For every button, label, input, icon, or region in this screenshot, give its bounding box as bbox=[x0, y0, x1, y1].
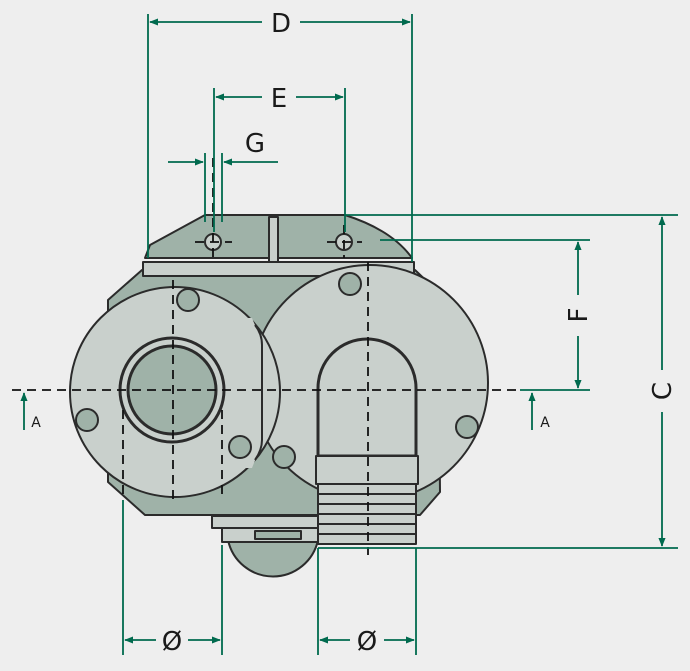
label-g: G bbox=[245, 129, 265, 159]
section-label-left: A bbox=[31, 415, 41, 431]
bolt bbox=[272, 445, 296, 469]
pump-body bbox=[69, 214, 489, 578]
dimension-labels: D E G F C A A Ø Ø bbox=[31, 9, 678, 657]
right-outlet bbox=[316, 337, 418, 458]
bolt bbox=[338, 272, 362, 296]
bolt bbox=[75, 408, 99, 432]
bracket-divider bbox=[268, 216, 279, 263]
bottom-foot bbox=[227, 539, 319, 578]
label-e: E bbox=[271, 84, 287, 114]
label-diameter-right: Ø bbox=[357, 627, 377, 657]
casing-join bbox=[230, 318, 262, 468]
label-diameter-left: Ø bbox=[162, 627, 182, 657]
ribbed-connector bbox=[315, 455, 419, 545]
lower-flange-slot bbox=[254, 530, 302, 540]
left-port bbox=[126, 344, 218, 436]
bolt bbox=[228, 435, 252, 459]
center-lines bbox=[12, 158, 520, 555]
section-label-right: A bbox=[540, 415, 550, 431]
dimension-lines bbox=[20, 14, 678, 655]
bolt bbox=[455, 415, 479, 439]
label-f: F bbox=[564, 308, 594, 323]
lower-plate bbox=[211, 515, 321, 529]
label-d: D bbox=[271, 9, 291, 39]
label-c: C bbox=[648, 382, 678, 400]
bolt bbox=[176, 288, 200, 312]
